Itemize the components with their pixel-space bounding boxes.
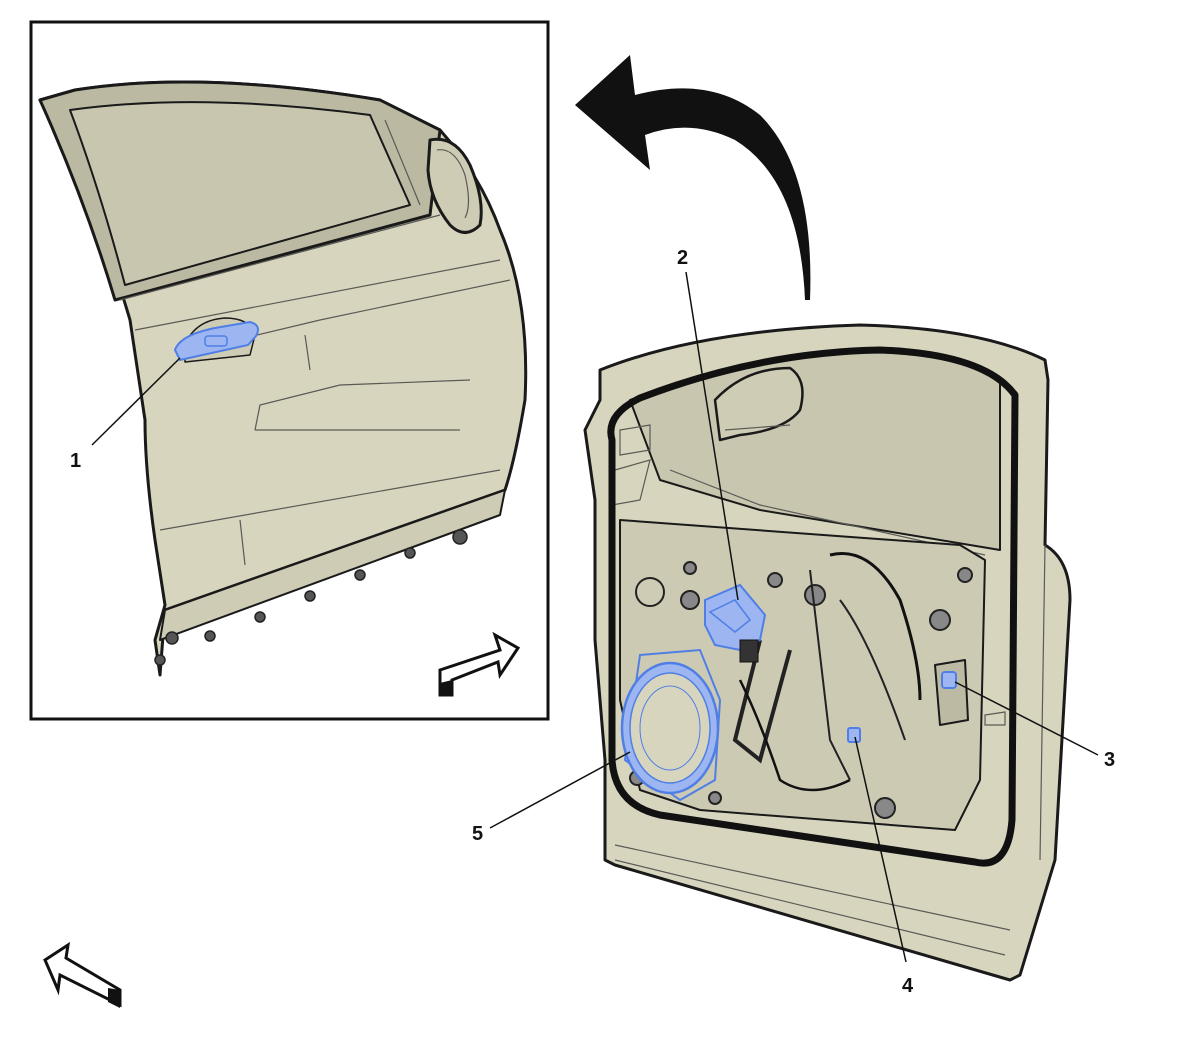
callout-5: 5: [472, 823, 483, 845]
exterior-door-inset: [29, 20, 550, 721]
exterior-door-handle: [173, 317, 259, 363]
door-lock-switch: [934, 659, 969, 726]
callout-1: 1: [70, 450, 81, 472]
exterior-window-glass: [69, 101, 411, 286]
exterior-rocker-holes: [154, 529, 468, 666]
regulator-bolt: [847, 727, 861, 743]
door-weatherstrip: [607, 346, 1019, 867]
door-speaker: [620, 648, 722, 802]
callout-3: 3: [1104, 749, 1115, 771]
leader-lines: [91, 271, 1099, 963]
callout-4: 4: [902, 975, 914, 997]
window-regulator-rail: [732, 639, 792, 764]
window-regulator-motor: [704, 583, 767, 663]
transition-curved-arrow: [575, 55, 811, 300]
callout-2: 2: [677, 247, 688, 269]
exterior-rocker-strip: [159, 489, 506, 641]
interior-door-view: [583, 323, 1072, 982]
interior-mirror-patch: [713, 366, 804, 442]
